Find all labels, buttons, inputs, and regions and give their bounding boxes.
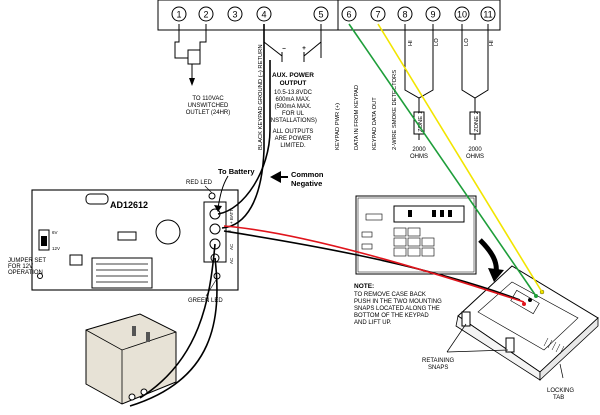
locking-tab-line-1: LOCKING xyxy=(547,388,574,394)
module-name: AD12612 xyxy=(110,200,148,210)
terminal-strip: 1 2 3 4 5 6 7 8 9 10 11 xyxy=(157,0,501,31)
retaining-snaps-line-1: RETAINING xyxy=(422,358,455,364)
aux-spec-1: 10.5-13.8VDC xyxy=(274,90,313,96)
to-battery-label: To Battery xyxy=(218,167,255,176)
aux-plus-sign: + xyxy=(302,45,306,52)
aux-note-2: ARE POWER xyxy=(275,136,312,142)
terminal-1-circle xyxy=(171,6,187,22)
ad12612-module xyxy=(31,189,239,291)
aux-title-line-2: OUTPUT xyxy=(280,80,307,87)
common-negative-line-2: Negative xyxy=(291,179,322,188)
terminal-6-circle xyxy=(341,6,357,22)
terminal-8-number: 8 xyxy=(402,10,407,20)
aux-spec-2: 600mA MAX. xyxy=(275,97,310,103)
outlet-note-line-2: UNSWITCHED xyxy=(188,103,229,109)
terminal-3-circle xyxy=(227,6,243,22)
heat-sink xyxy=(91,257,153,289)
jumper-note-1: JUMPER SET xyxy=(8,258,46,264)
terminal-5-number: 5 xyxy=(318,10,323,20)
module-term-ac2: AC xyxy=(229,257,234,264)
aux-note-1: ALL OUTPUTS xyxy=(273,129,314,135)
terminal-4-number: 4 xyxy=(261,10,266,20)
zone1-ohms-unit: OHMS xyxy=(410,154,428,160)
terminal-10-circle xyxy=(454,6,470,22)
aux-title-line-1: AUX. POWER xyxy=(272,72,314,79)
module-term-ac1: AC xyxy=(229,243,234,250)
terminal-4-circle xyxy=(256,6,272,22)
aux-note-3: LIMITED. xyxy=(280,143,306,149)
wiring xyxy=(129,23,543,407)
module-term-neg: – xyxy=(228,228,231,234)
terminal-2-circle xyxy=(198,6,214,22)
note-line-2: PUSH IN THE TWO MOUNTING xyxy=(354,299,442,305)
note-line-1: TO REMOVE CASE BACK xyxy=(354,292,426,298)
terminal-10-number: 10 xyxy=(457,10,467,20)
terminal-3-number: 3 xyxy=(232,10,237,20)
aux-minus-sign: – xyxy=(282,45,286,52)
common-negative-line-1: Common xyxy=(291,170,324,179)
jumper-note-2: FOR 12V xyxy=(8,264,33,270)
terminal-7-number: 7 xyxy=(375,10,380,20)
keypad-front xyxy=(355,195,477,275)
outlet-note-line-1: TO 110VAC xyxy=(192,96,224,102)
note-line-4: BOTTOM OF THE KEYPAD xyxy=(354,313,429,319)
label-smoke-detectors: 2-WIRE SMOKE DETECTORS xyxy=(392,70,398,150)
label-keypad-power: KEYPAD PWR (+) xyxy=(335,103,341,150)
terminal-11-circle xyxy=(480,6,496,22)
red-led-label: RED LED xyxy=(186,180,213,186)
curved-arrow-icon xyxy=(488,268,504,282)
common-negative-arrow xyxy=(270,171,281,183)
terminal-9-circle xyxy=(425,6,441,22)
module-term-batt: + BATT xyxy=(229,209,234,224)
terminal-8-circle xyxy=(397,6,413,22)
terminal-7-circle xyxy=(370,6,386,22)
note-line-3: SNAPS LOCATED ALONG THE xyxy=(354,306,440,312)
outlet-note-line-3: OUTLET (24HR) xyxy=(186,110,231,116)
zone2-ohms-unit: OHMS xyxy=(466,154,484,160)
terminal-9-number: 9 xyxy=(430,10,435,20)
terminal-2-number: 2 xyxy=(203,10,208,20)
aux-spec-3: (500mA MAX. xyxy=(274,104,311,110)
terminal-1-number: 1 xyxy=(176,10,181,20)
jumper-12v: 12V xyxy=(52,246,60,251)
outlet-plug xyxy=(174,24,207,86)
zone2-label: ZONE 2 xyxy=(474,111,480,132)
jumper-6v: 6V xyxy=(52,230,58,235)
zone1-hi: HI xyxy=(408,40,414,46)
aux-spec-5: INSTALLATIONS) xyxy=(269,118,317,124)
note-title: NOTE: xyxy=(354,283,374,290)
retaining-snaps-line-2: SNAPS xyxy=(428,365,448,371)
locking-tab-line-2: TAB xyxy=(553,395,564,401)
terminal-6-number: 6 xyxy=(346,10,351,20)
zone1-lo: LO xyxy=(434,38,440,46)
label-data-out: KEYPAD DATA OUT xyxy=(372,97,378,150)
label-data-in: DATA IN FROM KEYPAD xyxy=(354,85,360,150)
zone2-ohms-value: 2000 xyxy=(468,147,482,153)
label-keypad-ground: BLACK KEYPAD GROUND (–) RETURN xyxy=(258,44,264,150)
zone1-ohms-value: 2000 xyxy=(412,147,426,153)
note-line-5: AND LIFT UP. xyxy=(354,320,392,326)
zone2-hi: HI xyxy=(489,40,495,46)
terminal-5-circle xyxy=(313,6,329,22)
plug-in-transformer xyxy=(85,313,177,405)
terminal-11-number: 11 xyxy=(483,10,492,20)
jumper-note-3: OPERATION xyxy=(8,270,43,276)
zone2-lo: LO xyxy=(464,38,470,46)
zone-2-loop xyxy=(461,24,489,140)
zone1-label: ZONE 1 xyxy=(418,111,424,132)
aux-spec-4: FOR UL xyxy=(282,111,305,117)
